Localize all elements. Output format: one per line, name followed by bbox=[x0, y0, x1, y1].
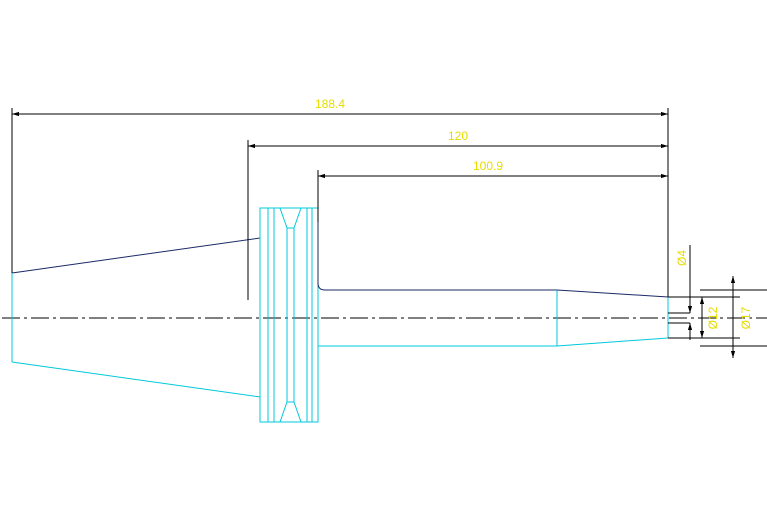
dim-body-diameter: Ø12 bbox=[668, 296, 740, 339]
nose-taper bbox=[556, 289, 690, 347]
taper-cone bbox=[11, 237, 261, 398]
dim-shank-length: 100.9 bbox=[317, 159, 668, 222]
dim-label-shank: 100.9 bbox=[473, 159, 503, 173]
dim-bore-diameter: Ø4 bbox=[675, 245, 693, 340]
dim-flange-to-end: 120 bbox=[247, 129, 668, 300]
dim-overall-length: 188.4 bbox=[11, 97, 669, 297]
dim-label-outer: Ø17 bbox=[739, 306, 753, 329]
dim-label-body: Ø12 bbox=[706, 306, 720, 329]
dim-label-bore: Ø4 bbox=[675, 250, 689, 266]
dim-label-flange: 120 bbox=[448, 129, 468, 143]
shank-body bbox=[317, 222, 557, 347]
dim-label-overall: 188.4 bbox=[315, 97, 345, 111]
dim-outer-diameter: Ø17 bbox=[700, 276, 767, 358]
flange bbox=[259, 207, 319, 423]
